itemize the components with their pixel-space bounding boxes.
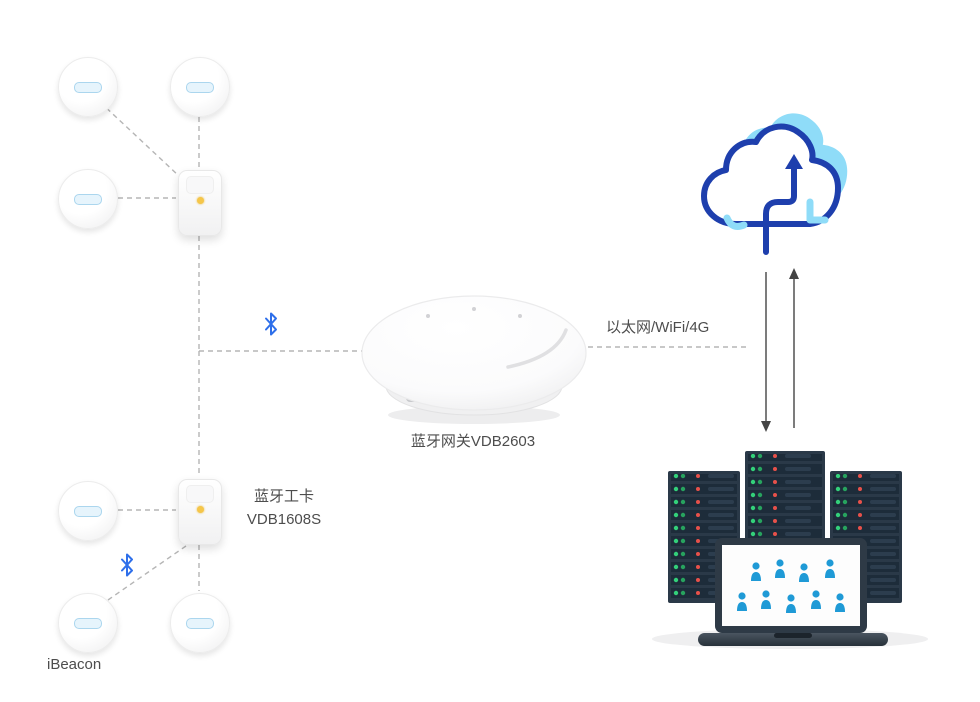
badge-slot <box>186 485 214 503</box>
gateway-crease <box>506 328 568 369</box>
gateway-led-2 <box>472 307 476 311</box>
laptop-base <box>698 633 888 646</box>
ibeacon-6 <box>170 593 230 653</box>
badge-led <box>196 506 204 513</box>
badge-slot <box>186 176 214 194</box>
badge-led <box>196 197 204 204</box>
brand-logo-icon <box>74 193 102 205</box>
ibeacon-2 <box>170 57 230 117</box>
badge-label: 蓝牙工卡 VDB1608S <box>238 486 330 531</box>
gateway-led-3 <box>518 314 522 318</box>
laptop-notch <box>774 633 812 638</box>
ibeacon-3 <box>58 169 118 229</box>
brand-logo-icon <box>74 505 102 517</box>
ibeacon-label: iBeacon <box>47 656 102 673</box>
brand-logo-icon <box>186 81 214 93</box>
cloud-upload-icon <box>692 113 848 255</box>
badge-model: VDB1608S <box>246 510 322 528</box>
cloud-hook-accent <box>723 214 748 230</box>
laptop-screen <box>722 545 860 626</box>
connector-badge2-beacon5 <box>107 545 187 601</box>
ibeacon-4 <box>58 481 118 541</box>
gateway-device <box>361 295 587 424</box>
ibeacon-1 <box>58 57 118 117</box>
cloud-branch-arrowhead <box>785 154 803 169</box>
ibeacon-5 <box>58 593 118 653</box>
cloud-branch-stem <box>763 163 797 255</box>
brand-logo-icon <box>74 81 102 93</box>
bluetooth-icon <box>121 553 133 577</box>
laptop <box>698 538 888 646</box>
connector-beacon1-badge1 <box>99 101 180 177</box>
gateway-label: 蓝牙网关VDB2603 <box>410 433 536 450</box>
gateway-led-1 <box>426 314 430 318</box>
cloud-step-accent <box>806 198 829 224</box>
badge-device-bottom <box>178 479 222 545</box>
badge-name: 蓝牙工卡 <box>253 488 314 505</box>
bluetooth-icon <box>265 312 277 336</box>
uplink-label: 以太网/WiFi/4G <box>606 319 710 336</box>
badge-device-top <box>178 170 222 236</box>
brand-logo-icon <box>74 617 102 629</box>
brand-logo-icon <box>186 617 214 629</box>
arrow-up-head <box>789 268 799 279</box>
gateway-dome <box>361 295 587 411</box>
arrow-down-head <box>761 421 771 432</box>
